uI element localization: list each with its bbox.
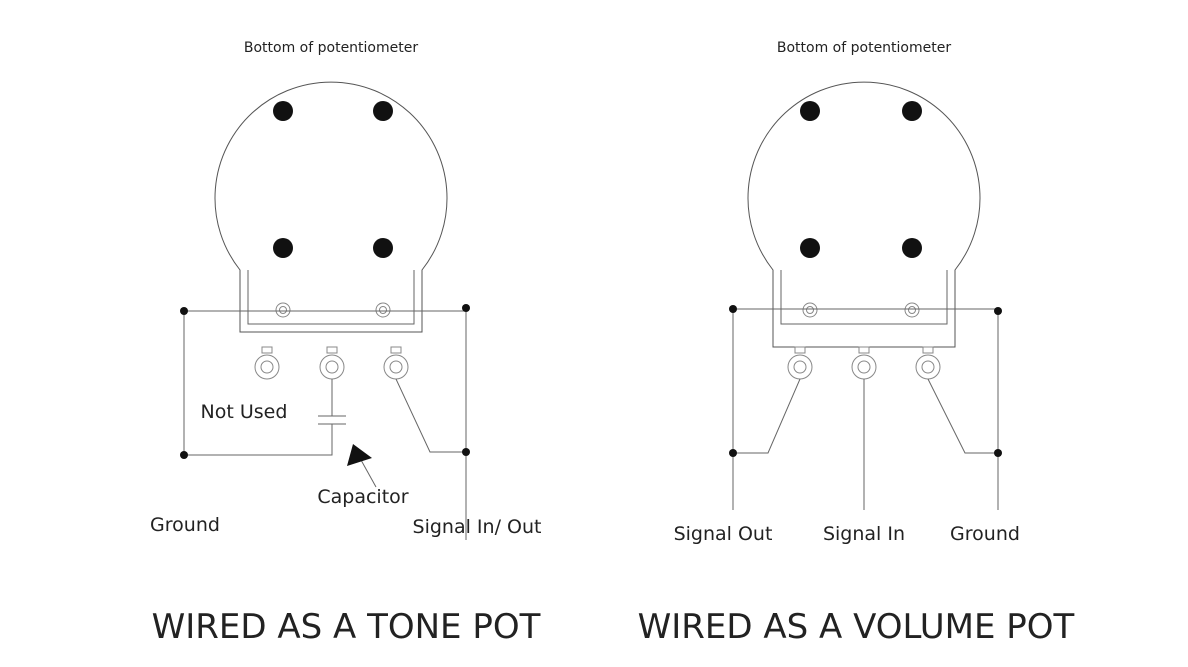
volume-pot-header: Bottom of potentiometer xyxy=(777,40,951,56)
volume-pot-lug-2 xyxy=(851,346,877,380)
tone-pot-diagram: Bottom of potentiometer xyxy=(150,40,541,647)
volume-pot-lug-1 xyxy=(787,346,813,380)
tone-solder-point-ground xyxy=(180,451,188,459)
volume-pot-hole-top-right xyxy=(902,101,922,121)
tone-pot-casing-eyelet-left xyxy=(275,302,291,318)
volume-pot-hole-bottom-left xyxy=(800,238,820,258)
volume-solder-point-top-right xyxy=(994,307,1002,315)
tone-ground-rail-wire xyxy=(183,310,467,540)
tone-solder-point-top-right xyxy=(462,304,470,312)
volume-solder-point-ground xyxy=(994,449,1002,457)
tone-pot-casing-eyelet-right xyxy=(375,302,391,318)
tone-pot-hole-top-right xyxy=(373,101,393,121)
volume-pot-casing-eyelet-right xyxy=(904,302,920,318)
volume-pot-diagram: Bottom of potentiometer xyxy=(638,40,1075,647)
tone-ground-label: Ground xyxy=(150,514,220,536)
volume-pot-title: WIRED AS A VOLUME POT xyxy=(638,607,1075,647)
volume-signal-out-wire xyxy=(733,378,801,454)
tone-pot-hole-top-left xyxy=(273,101,293,121)
tone-solder-point-signal xyxy=(462,448,470,456)
tone-signal-wire xyxy=(395,378,466,453)
tone-pot-lug-2 xyxy=(319,346,345,380)
volume-ground-label: Ground xyxy=(950,523,1020,545)
tone-pot-hole-bottom-left xyxy=(273,238,293,258)
volume-pot-casing-eyelet-left xyxy=(802,302,818,318)
tone-pot-body xyxy=(214,81,448,333)
tone-pot-hole-bottom-right xyxy=(373,238,393,258)
volume-solder-point-signal-out xyxy=(729,449,737,457)
tone-pot-inner-bracket xyxy=(247,270,415,325)
volume-pot-lug-3 xyxy=(915,346,941,380)
volume-pot-inner-bracket xyxy=(780,270,948,325)
tone-pot-lug-1 xyxy=(254,346,280,380)
volume-solder-point-top-left xyxy=(729,305,737,313)
signal-in-out-label: Signal In/ Out xyxy=(413,516,542,538)
tone-capacitor-symbol xyxy=(318,379,346,428)
volume-pot-body xyxy=(747,81,981,348)
volume-ground-rail-wire xyxy=(732,308,999,510)
not-used-label: Not Used xyxy=(201,401,288,423)
signal-in-label: Signal In xyxy=(823,523,905,545)
tone-pot-header: Bottom of potentiometer xyxy=(244,40,418,56)
volume-ground-wire xyxy=(927,378,998,454)
volume-pot-hole-bottom-right xyxy=(902,238,922,258)
tone-solder-point-top-left xyxy=(180,307,188,315)
capacitor-pointer-arrow-icon xyxy=(347,444,377,488)
volume-pot-hole-top-left xyxy=(800,101,820,121)
tone-pot-lug-3 xyxy=(383,346,409,380)
signal-out-label: Signal Out xyxy=(674,523,773,545)
capacitor-label: Capacitor xyxy=(317,486,408,508)
tone-pot-title: WIRED AS A TONE POT xyxy=(152,607,541,647)
